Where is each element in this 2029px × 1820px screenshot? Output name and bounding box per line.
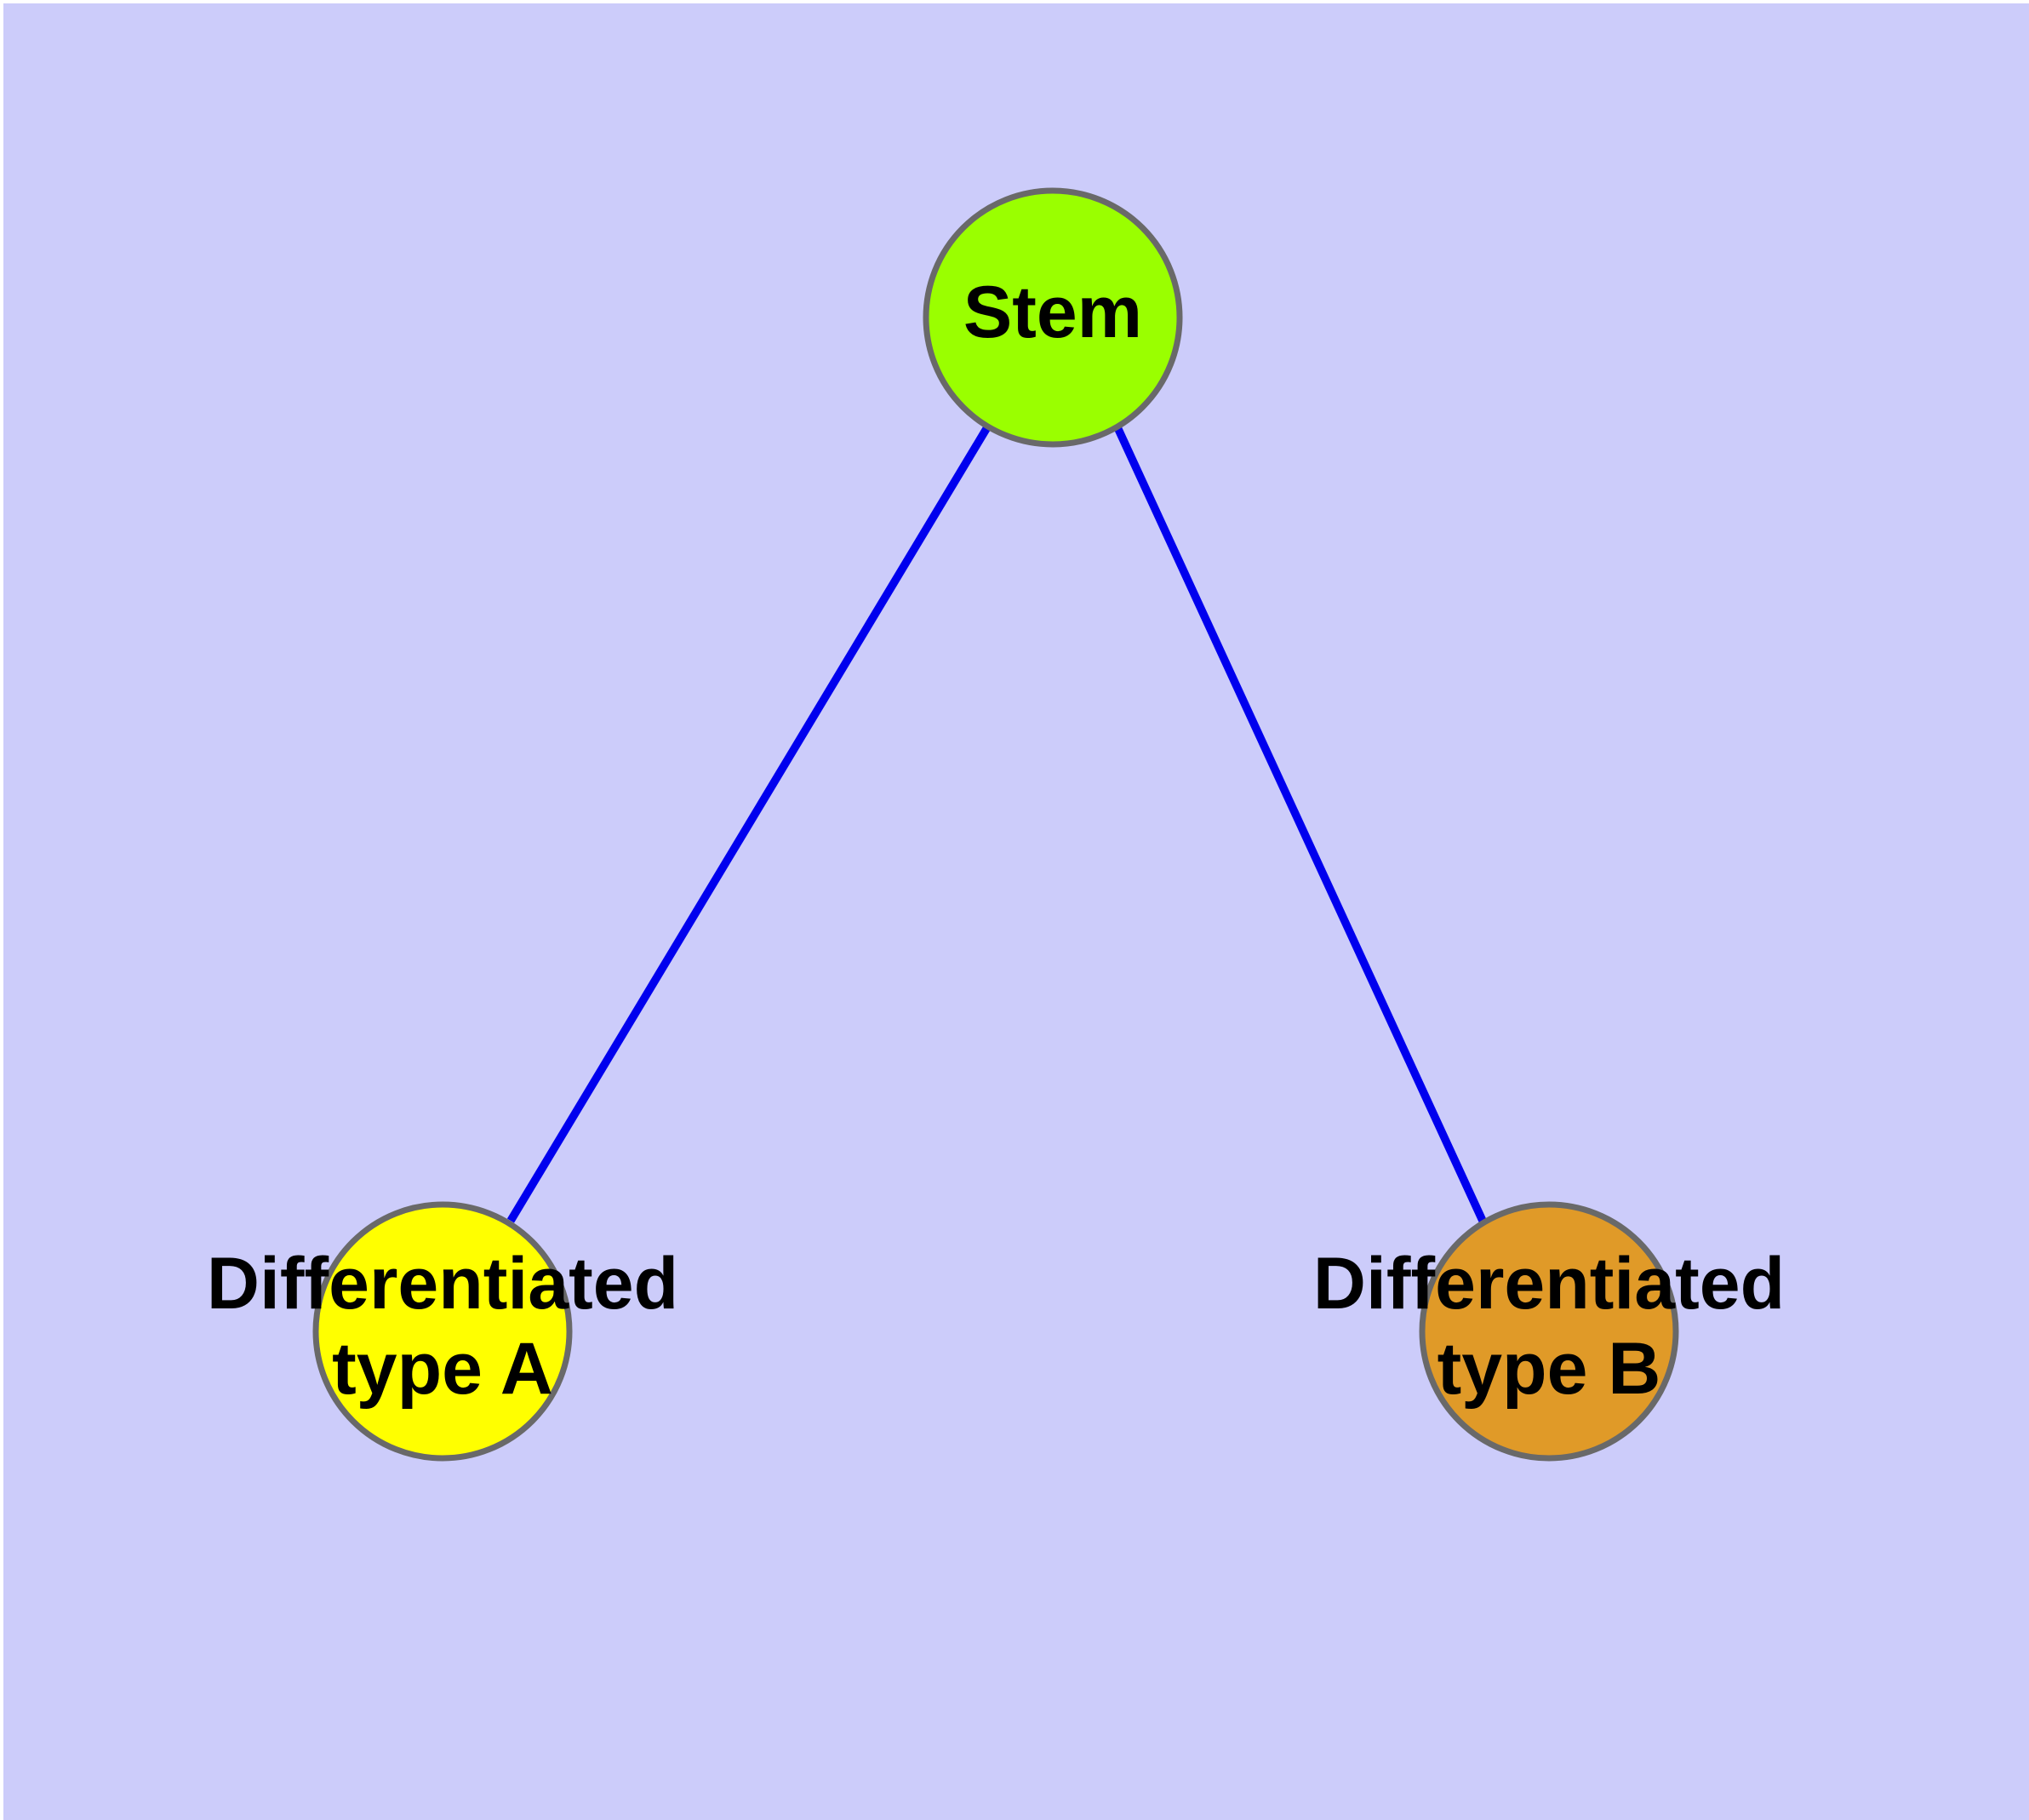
node-label-line: Stem — [963, 272, 1142, 353]
edge-stem-diff-a[interactable] — [506, 425, 992, 1223]
node-label-stem: Stem — [963, 272, 1142, 353]
node-label-line: type A — [332, 1328, 553, 1410]
edge-stem-diff-b[interactable] — [1113, 426, 1487, 1222]
node-differentiated-type-a[interactable] — [312, 1201, 573, 1462]
node-stem[interactable] — [923, 187, 1183, 448]
node-label-line: Differentiated — [207, 1243, 678, 1325]
node-label-line: type B — [1437, 1328, 1661, 1410]
node-label-line: Differentiated — [1313, 1243, 1785, 1325]
node-layer — [312, 187, 1679, 1462]
edge-layer — [506, 425, 1487, 1223]
node-differentiated-type-b[interactable] — [1419, 1201, 1679, 1462]
